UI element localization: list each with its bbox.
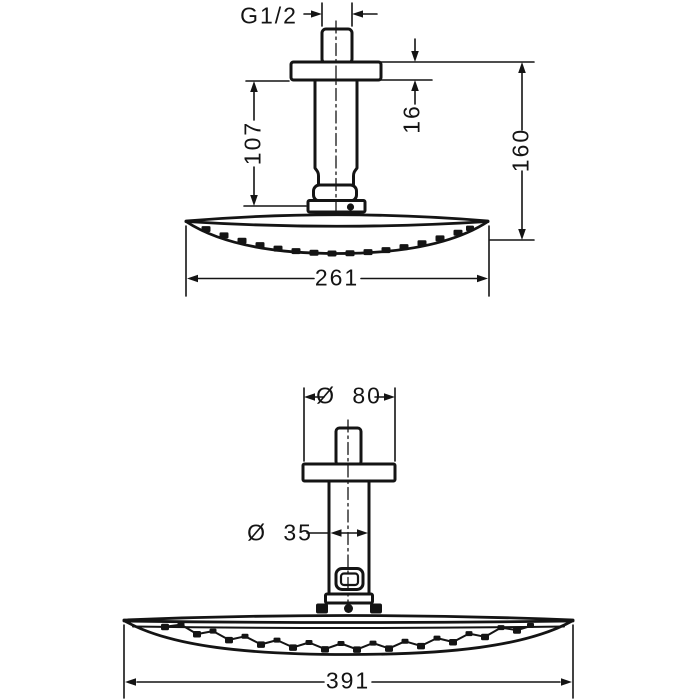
dim-escutcheon-diameter [303,387,396,462]
dim-label-overall-height: 160 [507,127,534,173]
shower-head-profile [184,213,490,255]
shower-arm-front [324,479,374,605]
shower-arm [313,78,359,188]
shower-head-front [122,614,575,656]
joint-screw [346,203,355,211]
dim-thread [303,2,378,27]
dim-label-plate-thickness: 16 [398,104,425,134]
spray-nozzles-front [161,622,534,653]
dim-label-thread-size: G1/2 [240,2,298,29]
dim-arm-length [243,80,307,207]
dim-label-arm-diameter: Ø 35 [247,519,313,546]
ecosmart-window [334,567,365,591]
dim-label-head-diameter-side: 261 [314,264,360,291]
dim-label-escutcheon-diameter: Ø 80 [316,382,382,409]
escutcheon-front [301,462,397,483]
dim-head-diameter-side [185,225,490,297]
dim-label-arm-length: 107 [239,120,266,166]
dim-overall-height [489,62,535,241]
dim-plate-thickness [380,38,535,105]
side-view [184,2,535,297]
dim-label-head-width: 391 [325,667,371,694]
head-mount [316,603,382,614]
front-view [122,387,575,699]
spray-nozzles-side [201,225,474,257]
thread-connector [320,27,354,65]
dim-head-width [123,624,574,699]
arm-joint [306,183,367,214]
dim-arm-diameter [306,529,368,537]
